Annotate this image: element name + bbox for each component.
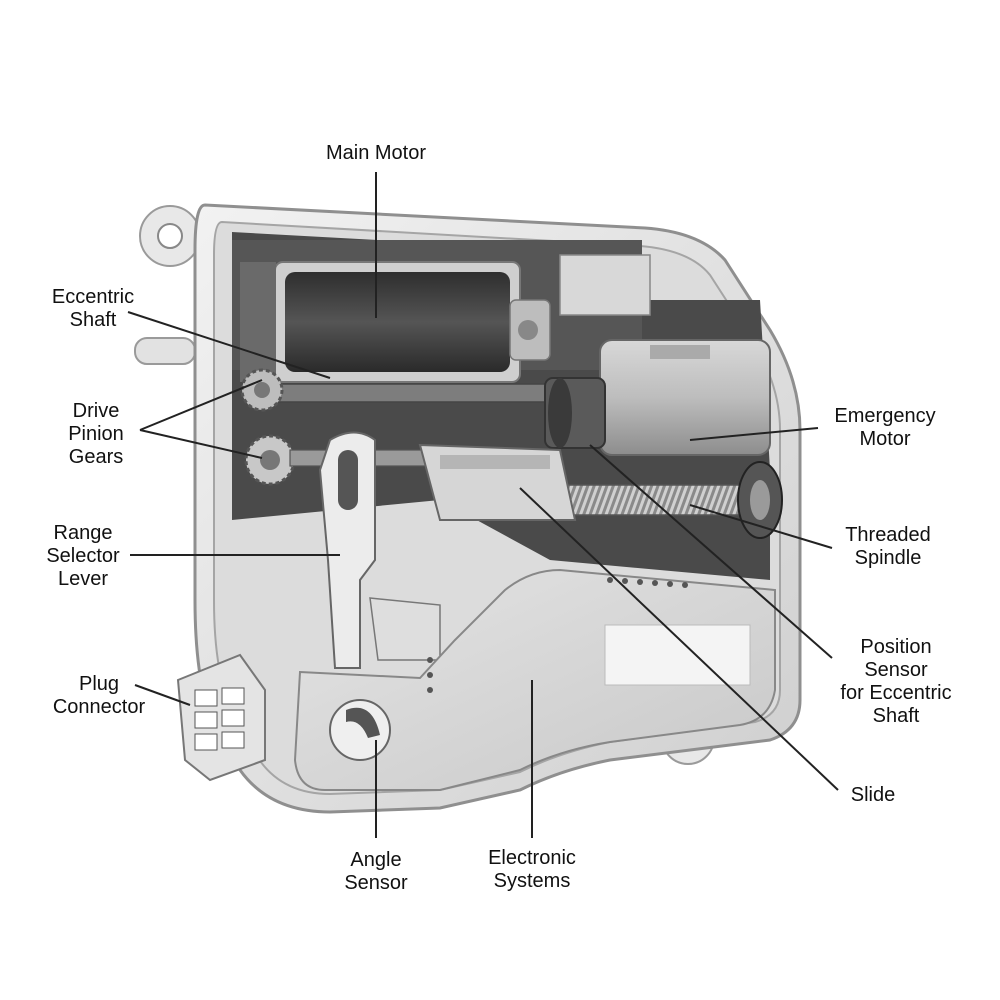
threaded-spindle (559, 461, 783, 539)
leader-threaded-spindle (689, 504, 833, 549)
leader-lines (127, 172, 839, 838)
label-drive-pinion-gears: Drive Pinion Gears (68, 400, 124, 468)
slide (418, 443, 577, 521)
leader-eccentric-shaft (127, 311, 331, 379)
label-plug-connector: Plug Connector (52, 673, 146, 718)
label-angle-sensor: Angle Sensor (344, 849, 408, 894)
leader-slide (519, 487, 839, 791)
plug-connector (176, 653, 266, 782)
label-position-sensor: Position Sensor for Eccentric Shaft (840, 636, 952, 727)
label-electronic-systems: Electronic Systems (488, 847, 576, 892)
main-motor (240, 261, 551, 383)
label-threaded-spindle: Threaded Spindle (845, 524, 931, 569)
leader-position-sensor (589, 444, 833, 659)
label-eccentric-shaft: Eccentric Shaft (51, 286, 135, 331)
label-slide: Slide (850, 784, 896, 806)
label-emergency-motor: Emergency Motor (834, 405, 936, 450)
emergency-motor (544, 339, 771, 456)
range-selector-lever (318, 431, 441, 669)
leader-drive-pinion-1 (139, 379, 263, 431)
label-main-motor: Main Motor (325, 142, 427, 164)
eccentric-shaft (249, 383, 571, 403)
leader-emergency-motor (689, 427, 819, 441)
electronic-board (293, 568, 776, 791)
leader-drive-pinion-2 (139, 429, 263, 459)
angle-sensor (329, 699, 391, 761)
leader-plug-connector (134, 684, 191, 706)
label-range-selector-lever: Range Selector Lever (46, 522, 120, 590)
